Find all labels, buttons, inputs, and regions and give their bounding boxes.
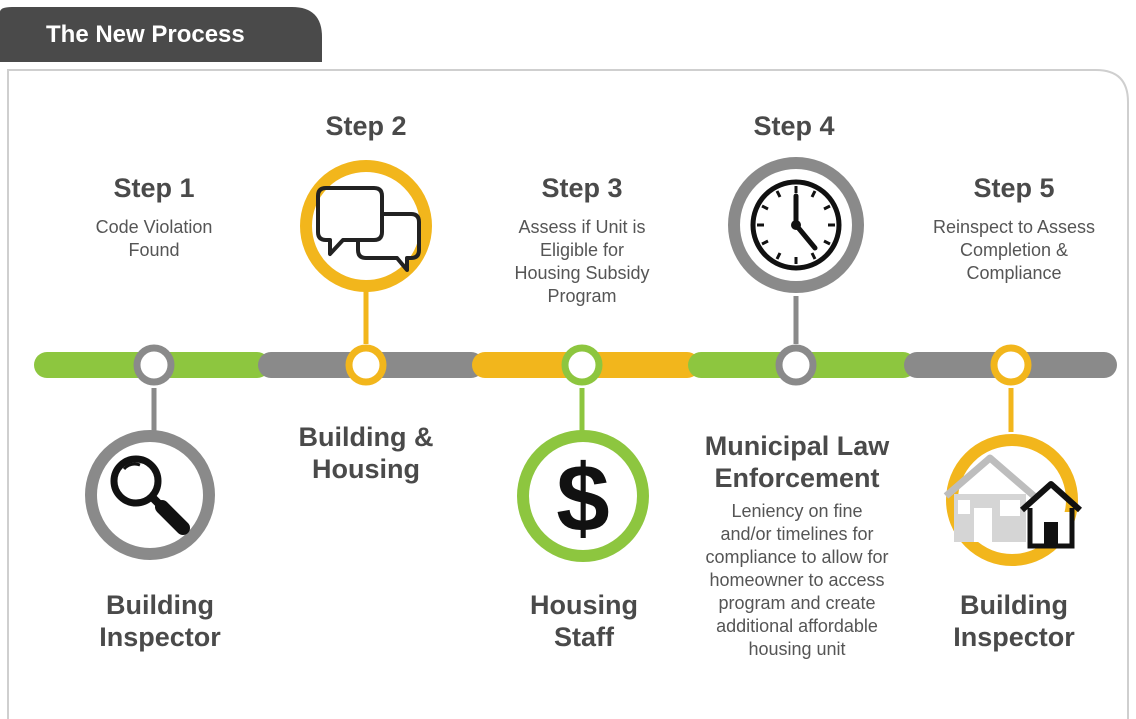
step-4-title: Step 4 [753,111,835,141]
node-step-5 [990,344,1032,386]
header-title: The New Process [46,21,245,48]
step-3-title: Step 3 [541,173,623,203]
step-4-role: Municipal Law Enforcement [704,431,890,493]
step-5-title: Step 5 [973,173,1055,203]
node-step-2 [345,344,387,386]
header-tab-bg [0,7,322,62]
step-3-desc: Assess if Unit is Eligible for Housing S… [514,217,650,306]
node-step-4 [775,344,817,386]
step-4-role-desc: Leniency on fine and/or timelines for co… [705,501,889,659]
step-2-title: Step 2 [325,111,407,141]
step-5-desc: Reinspect to Assess Completion & Complia… [932,217,1096,283]
clock-icon [728,157,864,293]
dollar-icon: $ [517,430,649,562]
step-1-role: Building Inspector [99,590,221,652]
node-step-3 [561,344,603,386]
step-3-role: Housing Staff [530,590,638,652]
step-1-title: Step 1 [113,173,195,203]
step-5-role: Building Inspector [953,590,1075,652]
house-icon [943,434,1083,566]
step-2-role: Building & Housing [298,422,434,484]
node-step-1 [133,344,175,386]
magnifier-icon [85,430,215,560]
svg-text:$: $ [556,445,609,552]
step-1-desc: Code Violation Found [95,217,213,260]
chat-bubbles-icon [300,160,432,292]
